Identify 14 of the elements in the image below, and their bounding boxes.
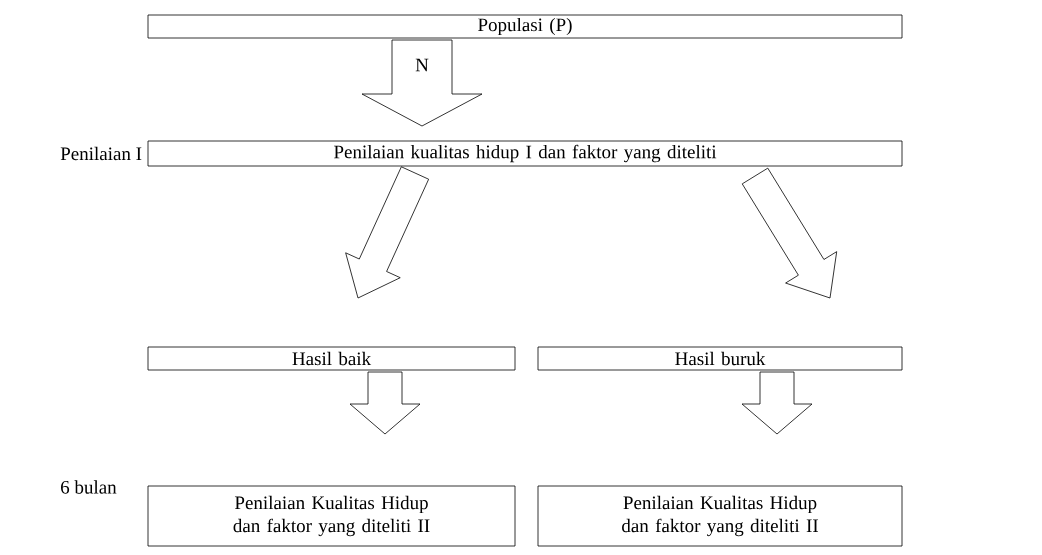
block-arrow xyxy=(741,167,838,299)
block-arrow xyxy=(361,39,483,127)
side-label: 6 bulan xyxy=(61,480,117,494)
block-arrow xyxy=(741,371,813,435)
edge-label: N xyxy=(414,57,430,73)
process-box: Penilaian Kualitas Hidup dan faktor yang diteliti II xyxy=(147,485,516,547)
process-box: Hasil baik xyxy=(147,346,516,371)
block-arrow xyxy=(349,371,421,435)
process-box: Hasil buruk xyxy=(537,346,903,371)
process-box: Penilaian Kualitas Hidup dan faktor yang diteliti II xyxy=(537,485,903,547)
process-box: Populasi (P) xyxy=(147,14,903,39)
side-label: Penilaian I xyxy=(60,146,142,161)
block-arrow xyxy=(345,166,430,299)
process-box: Penilaian kualitas hidup I dan faktor yang diteliti xyxy=(147,140,903,167)
